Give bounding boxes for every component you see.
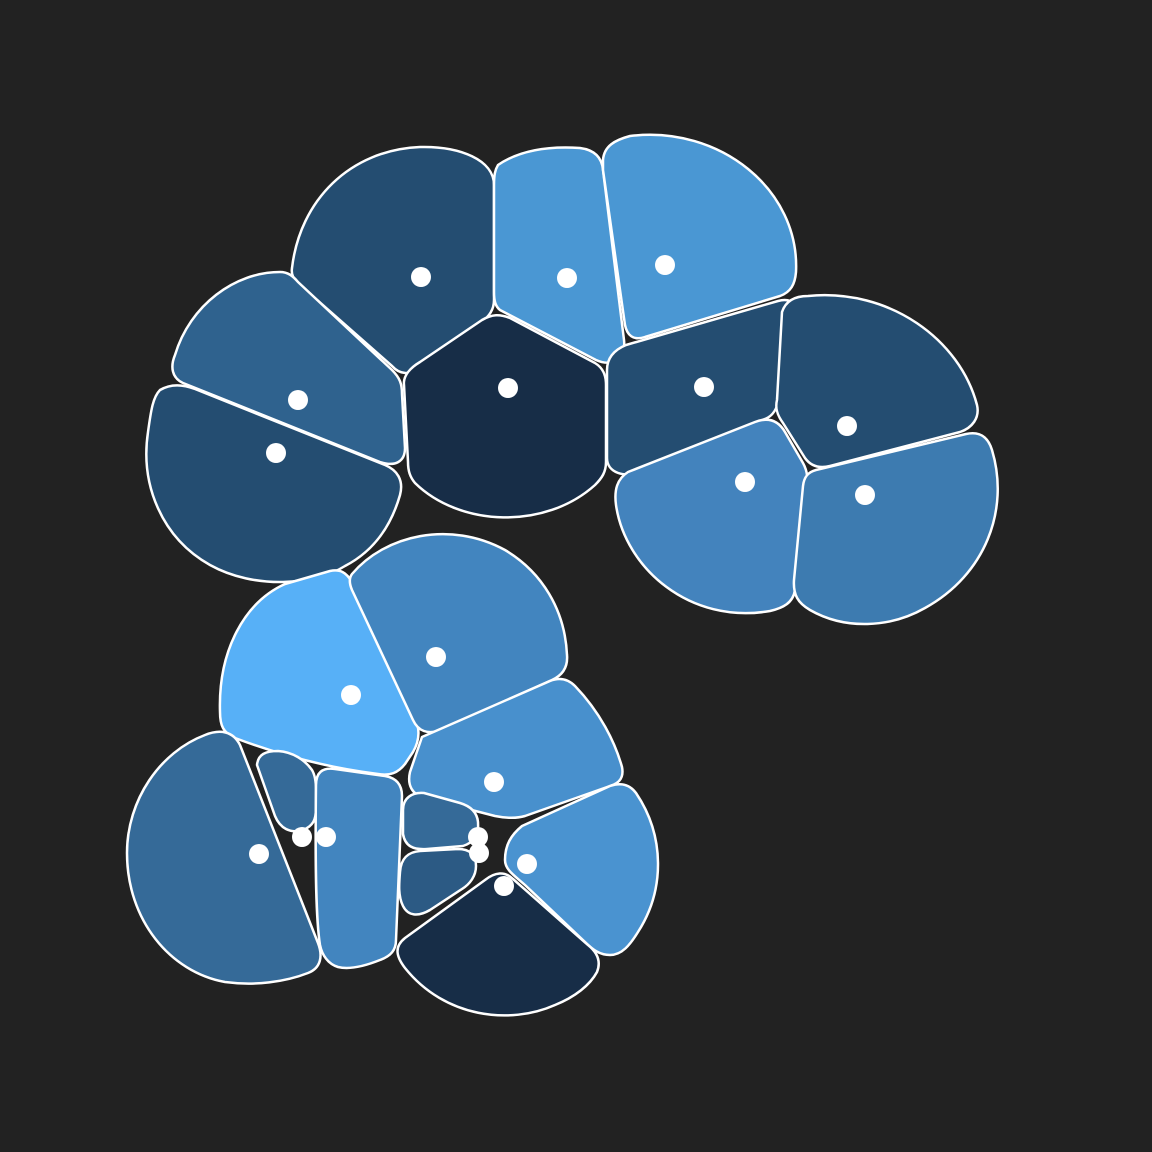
cell-b4 [125,730,322,985]
cell-b3-site-dot [484,772,504,792]
cell-b6-site-dot [316,827,336,847]
cell-b6 [314,767,404,970]
cell-b2 [348,532,569,734]
cell-a5 [402,314,608,519]
cell-a9-site-dot [735,472,755,492]
cell-a8-site-dot [266,443,286,463]
cell-a4-site-dot [288,390,308,410]
cells [125,133,999,1017]
cell-a7-site-dot [837,416,857,436]
cell-a6-site-dot [694,377,714,397]
cell-a7 [775,293,979,469]
sites [249,255,875,896]
cell-a5-site-dot [498,378,518,398]
cell-a3-site-dot [655,255,675,275]
cell-a2-site-dot [557,268,577,288]
cell-b9-site-dot [517,854,537,874]
cell-b7-site-dot [468,827,488,847]
cell-b10 [396,872,600,1017]
cell-b4-site-dot [249,844,269,864]
cell-b1-site-dot [341,685,361,705]
cell-b5-site-dot [292,827,312,847]
cell-a10-site-dot [855,485,875,505]
cell-a1-site-dot [411,267,431,287]
cell-b10-site-dot [494,876,514,896]
cell-a9 [614,418,809,615]
cell-b7 [401,791,480,851]
cell-a4 [171,270,407,466]
cell-b8-site-dot [469,843,489,863]
cell-a3 [601,133,798,340]
cell-a10 [792,432,999,626]
cell-b2-site-dot [426,647,446,667]
cell-b8 [397,847,478,916]
